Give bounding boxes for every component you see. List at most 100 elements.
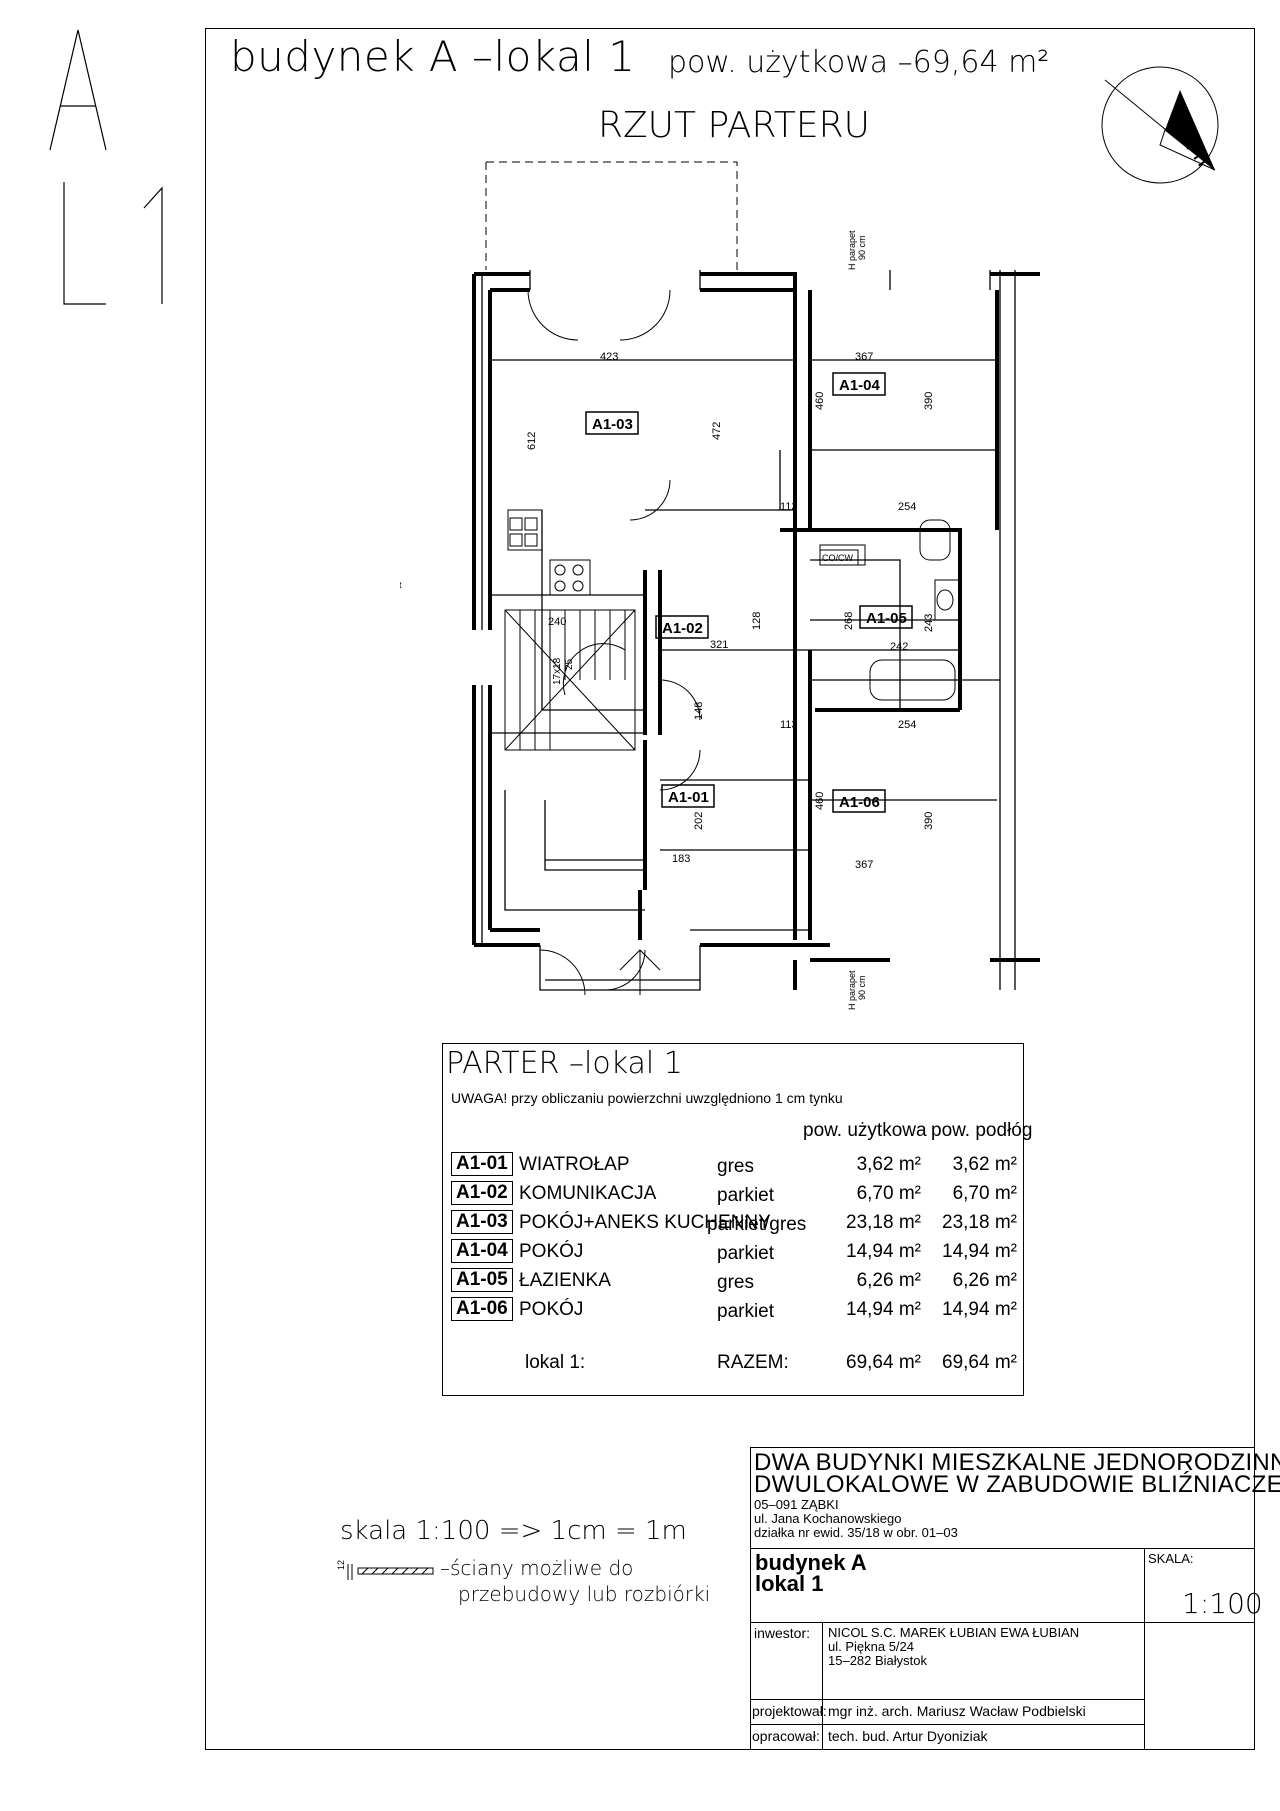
dim-label: 113 <box>780 501 798 513</box>
total-floor: 69,64 m² <box>942 1352 1017 1373</box>
room-floor: parkiet <box>717 1185 775 1206</box>
dim-label: 183 <box>672 853 690 865</box>
room-name: POKÓJ+ANEKS KUCHENNY <box>519 1212 771 1233</box>
room-label: A1-03 <box>592 416 633 433</box>
room-usable: 14,94 m² <box>846 1241 921 1262</box>
north-arrow-icon: Pn <box>1101 66 1219 184</box>
investor-name: NICOL S.C. MAREK ŁUBIAN EWA ŁUBIAN <box>828 1625 1080 1640</box>
dim-label: 367 <box>855 859 873 871</box>
room-label: A1-06 <box>839 794 880 811</box>
parapet-label: H parapet <box>847 230 857 270</box>
room-label: A1-01 <box>668 789 709 806</box>
parapet-label: H parapet <box>400 580 402 590</box>
room-name: POKÓJ <box>519 1241 584 1262</box>
dim-label: 242 <box>890 641 908 653</box>
dim-label: 240 <box>548 616 566 628</box>
area-table: PARTER –lokal 1 UWAGA! przy obliczaniu p… <box>442 1043 1032 1396</box>
room-label: A1-05 <box>866 610 907 627</box>
dim-label: 472 <box>711 422 723 440</box>
room-name: KOMUNIKACJA <box>519 1183 657 1204</box>
room-area: 14,94 m² <box>942 1241 1017 1262</box>
table-row: A1-06 POKÓJ parkiet 14,94 m² 14,94 m² <box>443 1297 1023 1325</box>
room-floor: parkiet/gres <box>707 1214 807 1235</box>
drawn-name: tech. bud. Artur Dyoniziak <box>828 1728 988 1744</box>
dim-label: 367 <box>855 351 873 363</box>
sheet-building: budynek A <box>755 1550 867 1575</box>
floor-plan: A1-03 A1-04 A1-02 A1-05 A1-01 A1-06 CO/C… <box>400 161 1040 1010</box>
dim-label: 254 <box>898 719 916 731</box>
parapet-label: H parapet <box>847 970 857 1010</box>
room-area: 23,18 m² <box>942 1212 1017 1233</box>
room-floor: gres <box>717 1272 754 1293</box>
room-name: ŁAZIENKA <box>519 1270 611 1291</box>
dim-label: 128 <box>751 612 763 630</box>
dim-label: 423 <box>600 351 618 363</box>
scale-text: skala 1:100 => 1cm = 1m <box>340 1516 687 1546</box>
dim-label: 25 <box>564 658 575 670</box>
room-usable: 6,70 m² <box>856 1183 921 1204</box>
room-code: A1-04 <box>451 1239 513 1263</box>
room-area: 14,94 m² <box>942 1299 1017 1320</box>
col-floor-header: pow. podłóg <box>931 1120 1033 1141</box>
table-row: A1-02 KOMUNIKACJA parkiet 6,70 m² 6,70 m… <box>443 1181 1023 1209</box>
designer-label: projektował: <box>752 1703 827 1719</box>
dim-label: 390 <box>923 392 935 410</box>
investor-city: 15–282 Białystok <box>828 1653 928 1668</box>
address-line2: ul. Jana Kochanowskiego <box>754 1511 902 1526</box>
room-code: A1-03 <box>451 1210 513 1234</box>
usable-area-header: pow. użytkowa –69,64 m² <box>668 45 1050 80</box>
address-line1: 05–091 ZĄBKI <box>754 1497 839 1512</box>
dim-label: 148 <box>693 702 705 720</box>
dim-label: 268 <box>843 612 855 630</box>
drawn-label: opracował: <box>752 1728 820 1744</box>
room-label: A1-04 <box>839 377 881 394</box>
address-line3: działka nr ewid. 35/18 w obr. 01–03 <box>754 1525 958 1540</box>
wall-note-line1: –ściany możliwe do <box>440 1556 634 1580</box>
table-row: A1-04 POKÓJ parkiet 14,94 m² 14,94 m² <box>443 1239 1023 1267</box>
stairs-label: 17x18 <box>552 657 563 685</box>
drawing-frame <box>205 28 1255 1750</box>
col-usable-header: pow. użytkowa <box>803 1120 927 1141</box>
room-name: POKÓJ <box>519 1299 584 1320</box>
room-usable: 23,18 m² <box>846 1212 921 1233</box>
margin-mark <box>49 29 163 305</box>
dim-label: 243 <box>923 614 935 632</box>
room-usable: 3,62 m² <box>856 1154 921 1175</box>
dim-label: 460 <box>814 792 826 810</box>
parapet-label: 90 cm <box>857 235 867 260</box>
room-code: A1-05 <box>451 1268 513 1292</box>
dim-label: 612 <box>526 432 538 450</box>
room-name: WIATROŁAP <box>519 1154 630 1175</box>
total-word: RAZEM: <box>717 1352 789 1373</box>
room-usable: 6,26 m² <box>856 1270 921 1291</box>
drawing-title: budynek A –lokal 1 <box>230 32 636 81</box>
dim-label: 321 <box>710 639 728 651</box>
sheet-unit: lokal 1 <box>755 1571 824 1596</box>
dim-label: 202 <box>693 812 705 830</box>
co-cw-label: CO/CW <box>822 553 854 563</box>
designer-name: mgr inż. arch. Mariusz Wacław Podbielski <box>828 1703 1086 1719</box>
room-usable: 14,94 m² <box>846 1299 921 1320</box>
table-title: PARTER –lokal 1 <box>446 1046 683 1081</box>
total-label: lokal 1: <box>525 1352 586 1373</box>
wall-note-line2: przebudowy lub rozbiórki <box>458 1582 711 1606</box>
parapet-label: 90 cm <box>857 975 867 1000</box>
title-block: DWA BUDYNKI MIESZKALNE JEDNORODZINNE DWU… <box>750 1447 1280 1750</box>
room-floor: parkiet <box>717 1243 775 1264</box>
table-row: A1-05 ŁAZIENKA gres 6,26 m² 6,26 m² <box>443 1268 1023 1296</box>
investor-street: ul. Piękna 5/24 <box>828 1639 915 1654</box>
dim-label: 460 <box>814 392 826 410</box>
wall-dim: 12 <box>336 1559 347 1571</box>
table-row: A1-01 WIATROŁAP gres 3,62 m² 3,62 m² <box>443 1152 1023 1180</box>
room-code: A1-01 <box>451 1152 513 1176</box>
table-total-row: lokal 1: RAZEM: 69,64 m² 69,64 m² <box>443 1350 1023 1378</box>
room-area: 6,70 m² <box>952 1183 1017 1204</box>
room-floor: gres <box>717 1156 754 1177</box>
room-floor: parkiet <box>717 1301 775 1322</box>
table-row: A1-03 POKÓJ+ANEKS KUCHENNY parkiet/gres … <box>443 1210 1023 1238</box>
demolishable-wall-icon <box>347 1564 434 1580</box>
dim-label: 254 <box>898 501 916 513</box>
project-title-line1: DWA BUDYNKI MIESZKALNE JEDNORODZINNE <box>754 1449 1280 1476</box>
scale-value: 1:100 <box>1182 1587 1263 1620</box>
investor-label: inwestor: <box>754 1625 811 1641</box>
